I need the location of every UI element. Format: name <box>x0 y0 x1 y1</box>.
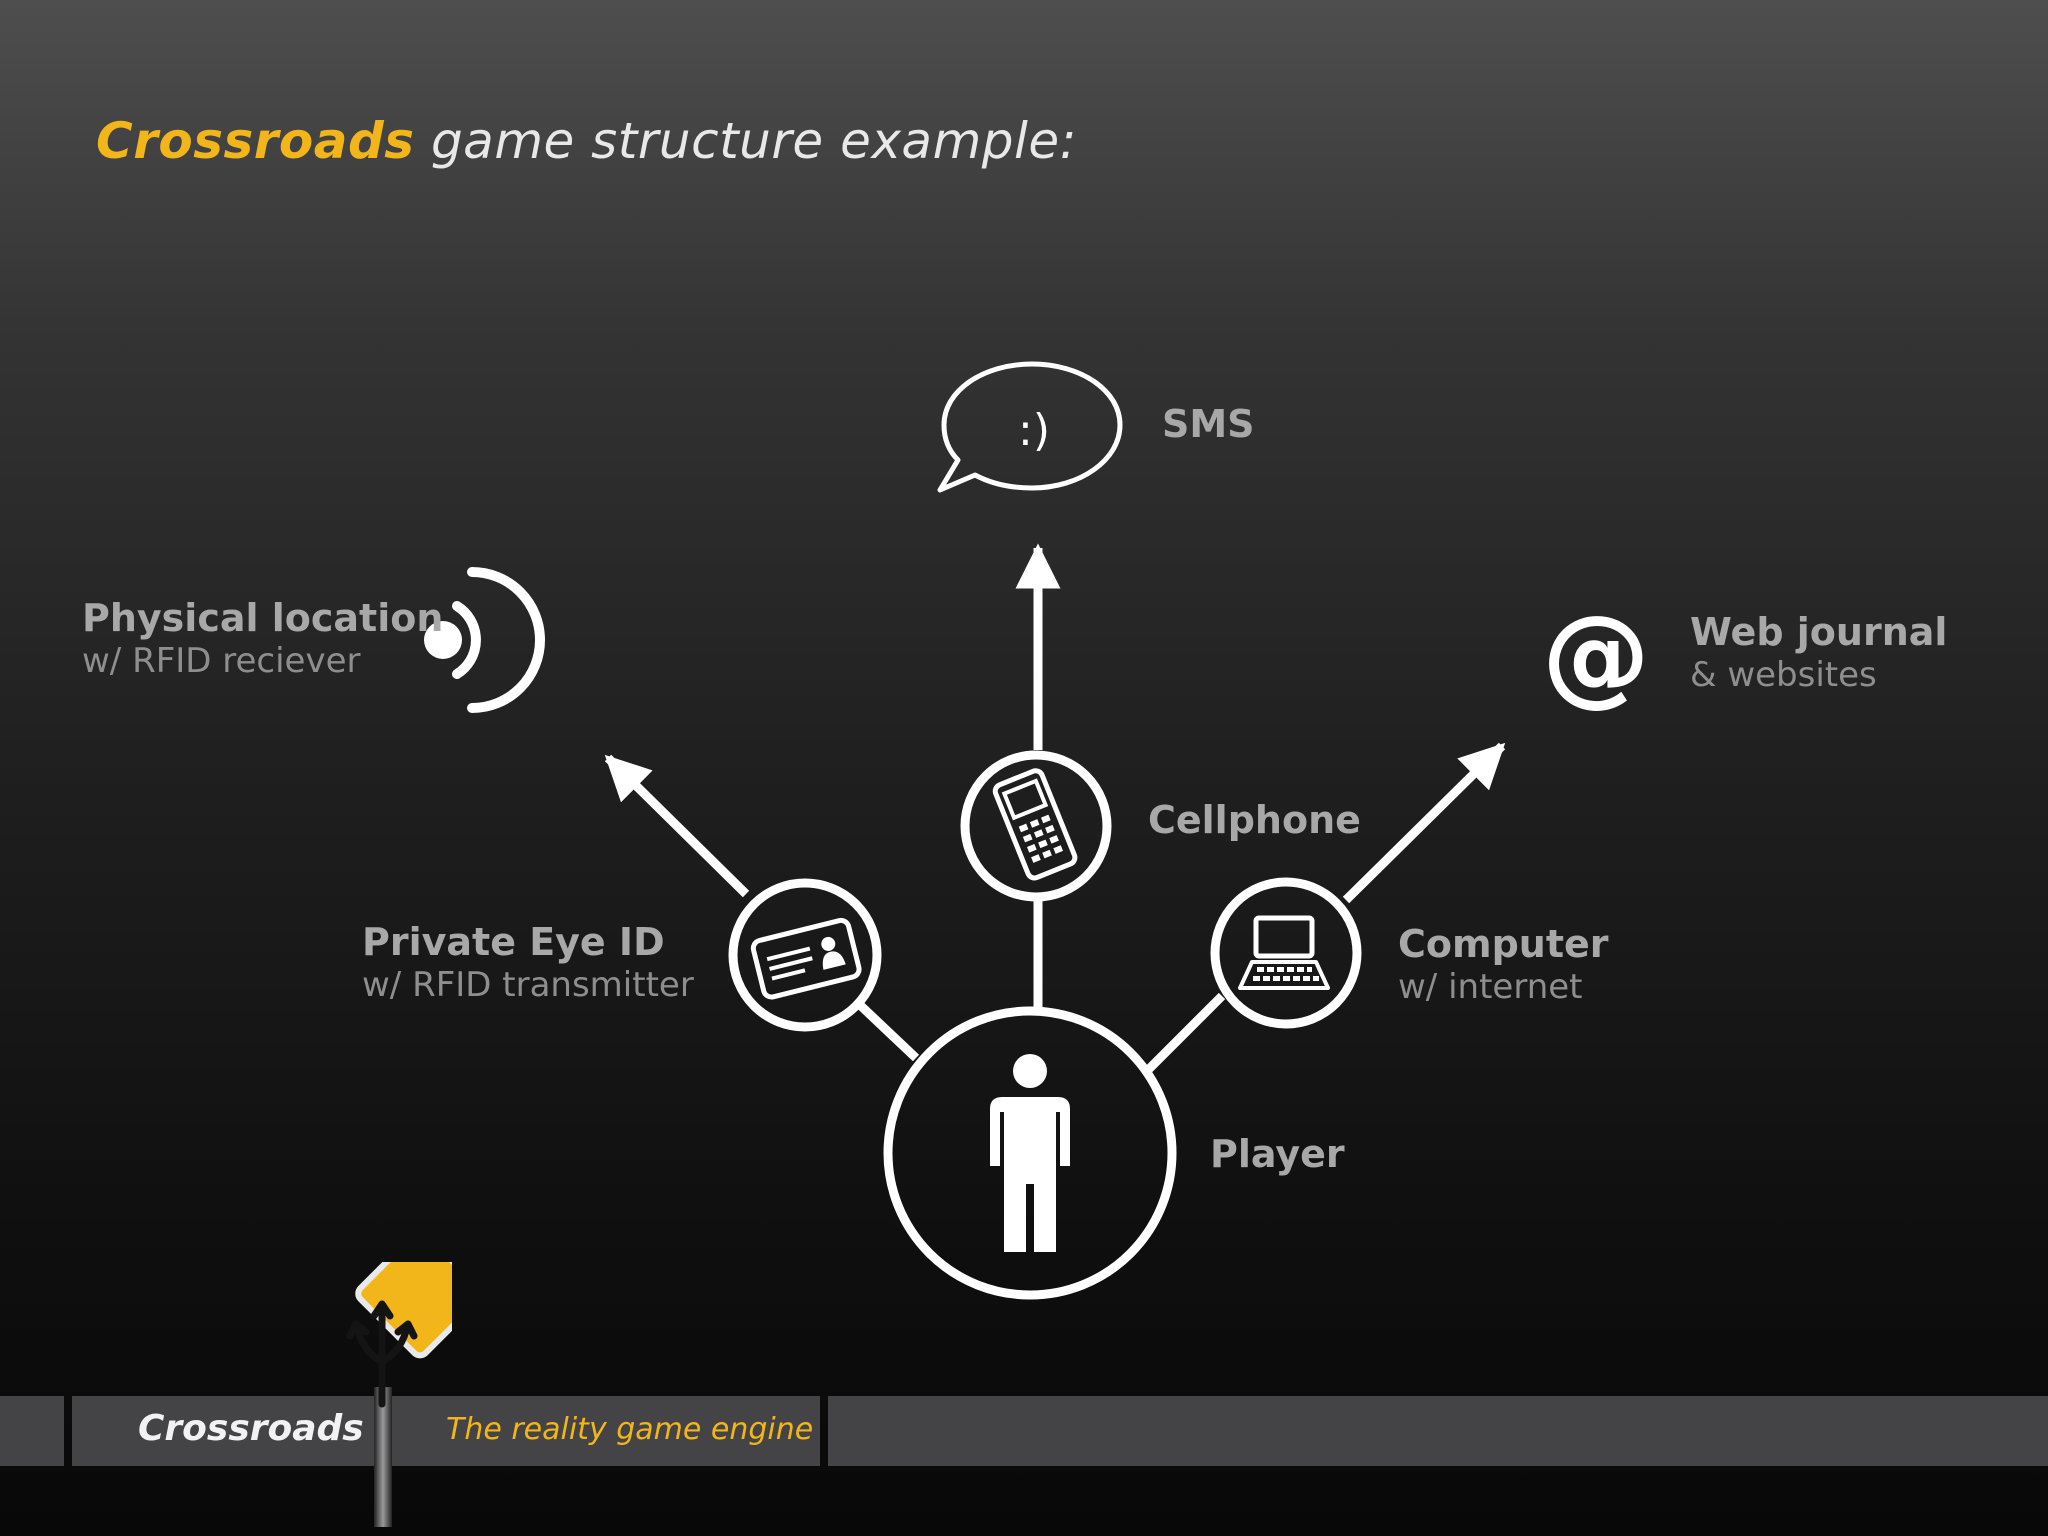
footer-brand: Crossroads <box>138 1408 364 1449</box>
player-node <box>883 1006 1177 1300</box>
footer-bar-right <box>828 1396 2048 1466</box>
cellphone-icon <box>992 768 1078 881</box>
private-eye-label-sub: w/ RFID transmitter <box>362 964 694 1005</box>
connector-player-private-eye <box>856 1001 920 1062</box>
footer-tagline: The reality game engine <box>446 1412 814 1447</box>
footer-bar-center <box>72 1396 820 1466</box>
cellphone-node <box>960 750 1112 902</box>
private-eye-label: Private Eye ID w/ RFID transmitter <box>362 920 694 1005</box>
computer-label: Computer w/ internet <box>1398 922 1609 1007</box>
web-journal-label-sub: & websites <box>1690 654 1877 695</box>
sms-label-main: SMS <box>1162 402 1255 446</box>
title-rest: game structure example: <box>430 112 1078 170</box>
page-title: Crossroads game structure example: <box>96 112 1077 170</box>
physical-location-label-main: Physical location <box>82 596 444 640</box>
web-journal-label: Web journal & websites <box>1690 610 1947 695</box>
rfid-signal-icon <box>424 567 545 713</box>
player-label: Player <box>1210 1132 1345 1177</box>
person-icon <box>990 1054 1070 1252</box>
crossroads-sign-icon <box>346 1262 452 1527</box>
web-journal-label-main: Web journal <box>1690 610 1948 654</box>
player-label-main: Player <box>1210 1132 1345 1176</box>
computer-label-main: Computer <box>1398 922 1609 966</box>
footer-bar-left <box>0 1396 64 1466</box>
title-brand: Crossroads <box>96 112 415 170</box>
physical-location-label-sub: w/ RFID reciever <box>82 640 361 681</box>
sms-label: SMS <box>1162 402 1255 447</box>
connector-player-computer <box>1144 992 1226 1074</box>
laptop-icon <box>1238 915 1330 990</box>
physical-location-label: Physical location w/ RFID reciever <box>82 596 443 681</box>
computer-node <box>1210 877 1362 1029</box>
cellphone-label: Cellphone <box>1148 798 1361 843</box>
id-card-icon <box>750 917 862 1000</box>
cellphone-label-main: Cellphone <box>1148 798 1361 842</box>
at-sign-icon: @ <box>1542 593 1650 718</box>
private-eye-label-main: Private Eye ID <box>362 920 665 964</box>
sms-icon-face: :) <box>1018 405 1050 456</box>
arrow-to-web-journal <box>1342 742 1506 904</box>
speech-bubble-icon: :) <box>937 361 1123 493</box>
computer-label-sub: w/ internet <box>1398 966 1583 1007</box>
arrow-to-physical-location <box>604 754 750 898</box>
private-eye-node <box>728 878 882 1032</box>
